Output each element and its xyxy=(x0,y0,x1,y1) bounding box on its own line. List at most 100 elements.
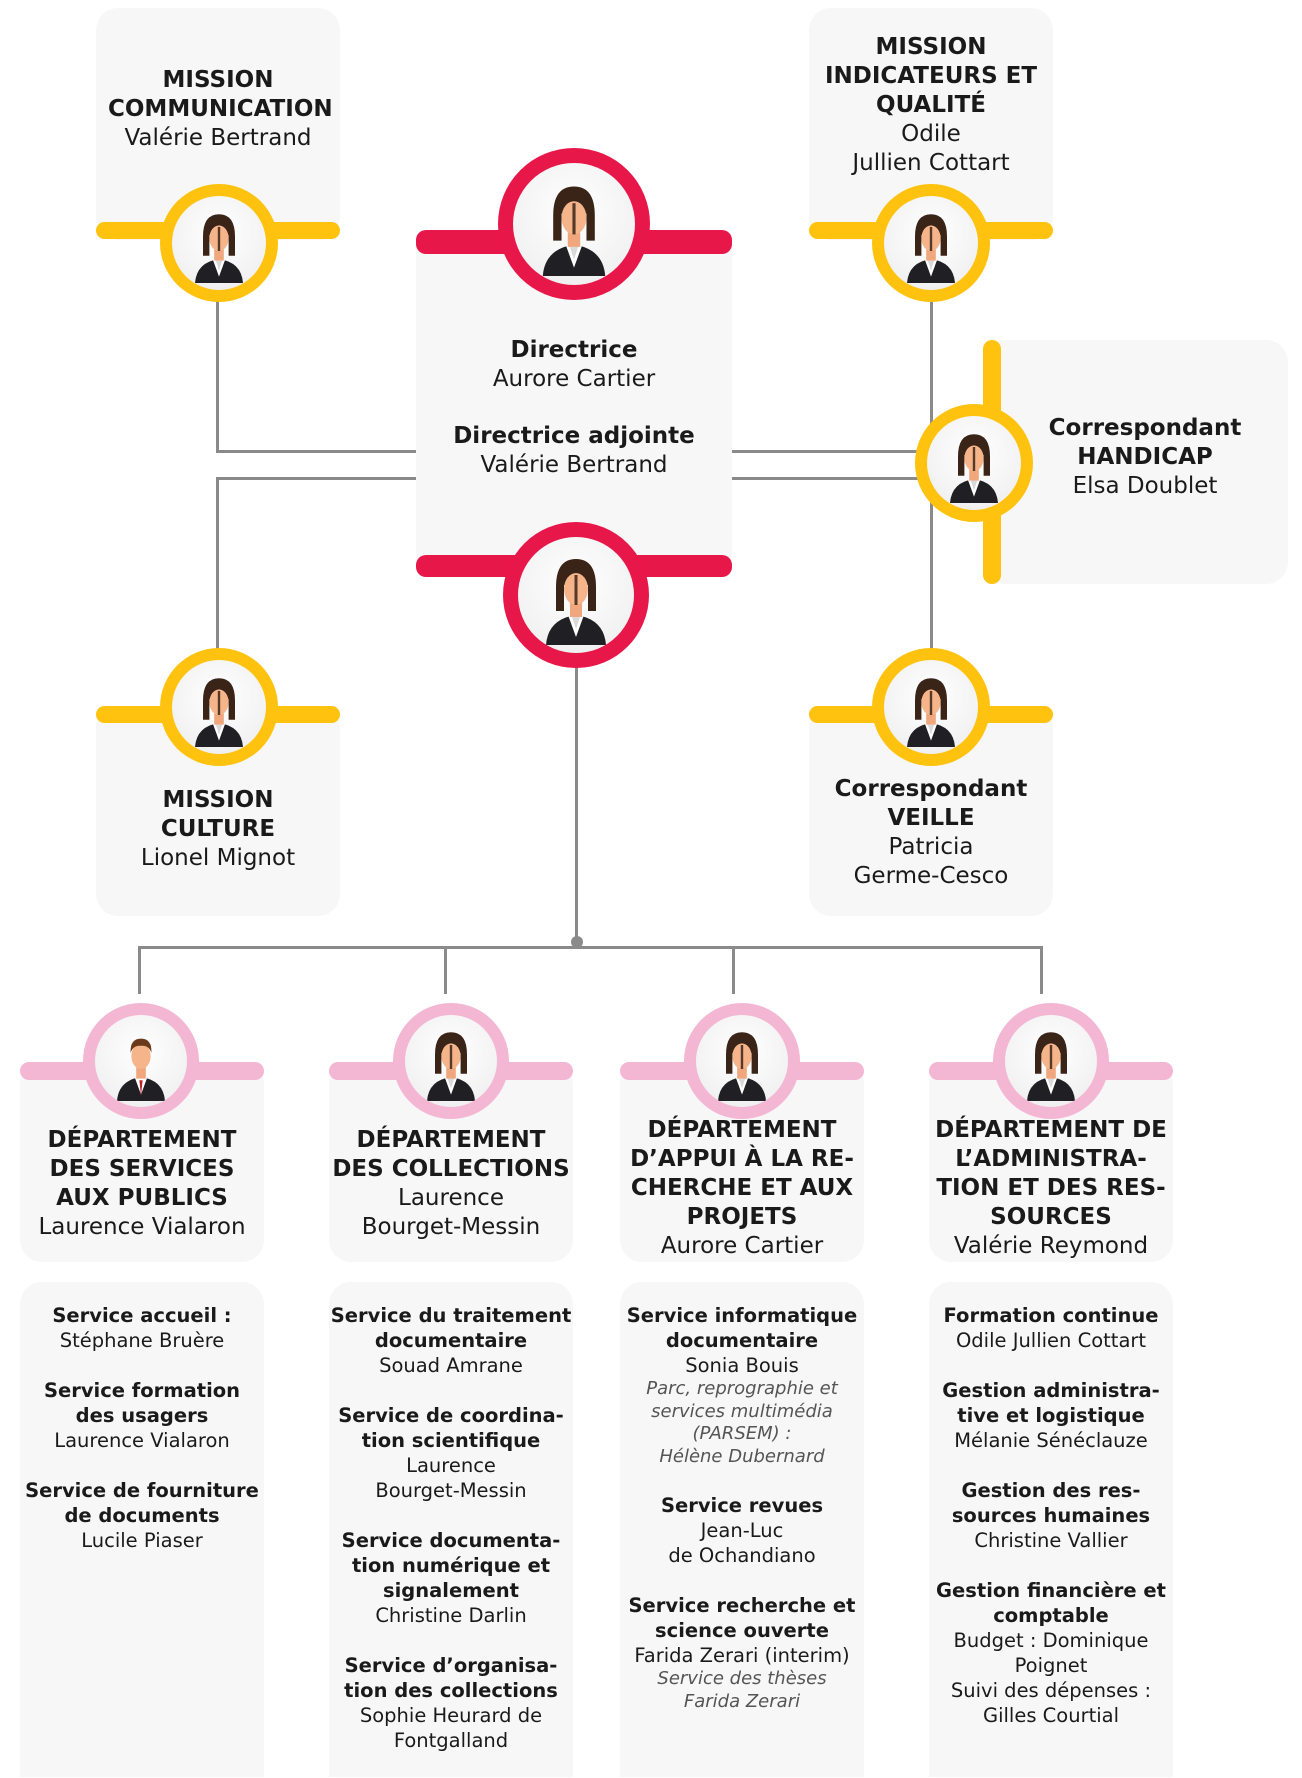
avatar xyxy=(160,648,278,766)
department-title: SOURCES xyxy=(990,1204,1112,1230)
avatar xyxy=(684,1003,800,1119)
service-title: Service accueil : xyxy=(52,1304,232,1327)
sub-service: Parc, reprographie et xyxy=(646,1378,838,1399)
service-head: Christine Vallier xyxy=(974,1529,1128,1552)
correspondant-title: HANDICAP xyxy=(1077,444,1213,470)
service-head: Bourget-Messin xyxy=(375,1479,527,1502)
person-name: Patricia xyxy=(888,834,974,860)
woman-avatar-icon xyxy=(1011,1021,1091,1101)
service-title: Service recherche et xyxy=(628,1594,856,1617)
service-title: documentaire xyxy=(665,1329,819,1352)
service-title: tive et logistique xyxy=(957,1404,1145,1427)
connector-line xyxy=(575,660,578,942)
service-title: sources humaines xyxy=(951,1504,1151,1527)
mission-communication-text: MISSION COMMUNICATION Valérie Bertrand xyxy=(96,66,340,153)
service-title: documentaire xyxy=(374,1329,528,1352)
service-head: de Ochandiano xyxy=(668,1544,816,1567)
mission-title: MISSION xyxy=(162,787,274,813)
woman-avatar-icon xyxy=(179,667,259,747)
service-item: Service formation des usagers Laurence V… xyxy=(14,1378,270,1453)
service-title: Service de coordina- xyxy=(338,1404,564,1427)
avatar xyxy=(915,404,1033,522)
correspondant-title: VEILLE xyxy=(887,805,975,831)
service-title: Service informatique xyxy=(626,1304,858,1327)
department-title: DES COLLECTIONS xyxy=(332,1156,570,1182)
mission-title: MISSION COMMUNICATION xyxy=(108,67,333,122)
service-head: Poignet xyxy=(1014,1654,1088,1677)
service-head: Fontgalland xyxy=(393,1729,509,1752)
service-item: Service de fourniture de documents Lucil… xyxy=(14,1478,270,1553)
department-title: DÉPARTEMENT xyxy=(647,1117,837,1143)
service-item: Service accueil : Stéphane Bruère xyxy=(14,1303,270,1353)
service-title: Service formation xyxy=(43,1379,241,1402)
service-head: Sonia Bouis xyxy=(685,1354,799,1377)
person-name: Aurore Cartier xyxy=(492,366,656,392)
avatar xyxy=(393,1003,509,1119)
service-item: Service de coordina- tion scientifique L… xyxy=(323,1403,579,1503)
woman-avatar-icon xyxy=(526,545,626,645)
correspondant-title: Correspondant xyxy=(1048,415,1242,441)
service-head: Souad Amrane xyxy=(379,1354,523,1377)
handicap-text: Correspondant HANDICAP Elsa Doublet xyxy=(1030,414,1260,501)
avatar xyxy=(160,184,278,302)
person-name: Jullien Cottart xyxy=(852,150,1010,176)
service-item: Service revues Jean-Luc de Ochandiano xyxy=(614,1493,870,1568)
service-title: signalement xyxy=(383,1579,519,1602)
department-title: DES SERVICES xyxy=(49,1156,235,1182)
person-name: Odile xyxy=(901,121,961,147)
department-text: DÉPARTEMENT D’APPUI À LA RE- CHERCHE ET … xyxy=(620,1116,864,1261)
service-head: Gilles Courtial xyxy=(982,1704,1120,1727)
service-title: Gestion des res- xyxy=(961,1479,1141,1502)
service-head: Odile Jullien Cottart xyxy=(955,1329,1147,1352)
service-item: Gestion financière et comptable Budget :… xyxy=(923,1578,1179,1728)
avatar xyxy=(83,1003,199,1119)
service-item: Gestion des res- sources humaines Christ… xyxy=(923,1478,1179,1553)
department-title: AUX PUBLICS xyxy=(56,1185,228,1211)
sub-service: Farida Zerari xyxy=(683,1690,801,1712)
department-title: L’ADMINISTRA- xyxy=(955,1146,1147,1172)
service-title: Gestion financière et xyxy=(936,1579,1166,1602)
service-head: Lucile Piaser xyxy=(81,1529,203,1552)
service-head: Laurence xyxy=(406,1454,496,1477)
department-title: CHERCHE ET AUX xyxy=(630,1175,854,1201)
services-list: Service informatique documentaire Sonia … xyxy=(614,1303,870,1738)
woman-avatar-icon xyxy=(891,203,971,283)
veille-text: Correspondant VEILLE Patricia Germe-Cesc… xyxy=(809,775,1053,891)
service-head: Jean-Luc xyxy=(700,1519,784,1542)
handicap-card xyxy=(983,340,1288,584)
services-list: Formation continue Odile Jullien Cottart… xyxy=(923,1303,1179,1753)
department-text: DÉPARTEMENT DE L’ADMINISTRA- TION ET DES… xyxy=(929,1116,1173,1261)
service-title: des usagers xyxy=(75,1404,209,1427)
avatar xyxy=(872,648,990,766)
department-title: DÉPARTEMENT DE xyxy=(935,1117,1167,1143)
person-name: Valérie Bertrand xyxy=(480,452,668,478)
service-title: comptable xyxy=(993,1604,1109,1627)
connector-line xyxy=(138,946,1043,949)
department-title: DÉPARTEMENT xyxy=(356,1127,546,1153)
department-title: TION ET DES RES- xyxy=(936,1175,1166,1201)
person-name: Laurence Vialaron xyxy=(38,1214,246,1240)
service-item: Service documenta- tion numérique et sig… xyxy=(323,1528,579,1628)
service-title: tion des collections xyxy=(344,1679,558,1702)
person-name: Aurore Cartier xyxy=(660,1233,824,1259)
mission-title: QUALITÉ xyxy=(876,92,986,118)
adjointe-title: Directrice adjointe xyxy=(453,423,695,449)
connector-line xyxy=(1040,946,1043,994)
connector-line xyxy=(138,946,141,994)
services-card xyxy=(329,1282,573,1777)
connector-line xyxy=(216,450,416,453)
service-head: Suivi des dépenses : xyxy=(950,1679,1152,1702)
woman-avatar-icon xyxy=(179,203,259,283)
service-head: Budget : Dominique xyxy=(953,1629,1149,1652)
service-item: Formation continue Odile Jullien Cottart xyxy=(923,1303,1179,1353)
woman-avatar-icon xyxy=(702,1021,782,1101)
service-head: Laurence Vialaron xyxy=(54,1429,230,1452)
person-name: Valérie Bertrand xyxy=(124,125,312,151)
department-title: DÉPARTEMENT xyxy=(47,1127,237,1153)
person-name: Elsa Doublet xyxy=(1072,473,1218,499)
person-name: Lionel Mignot xyxy=(140,845,296,871)
service-head: Farida Zerari (interim) xyxy=(634,1644,850,1667)
service-head: Christine Darlin xyxy=(375,1604,527,1627)
direction-text: Directrice Aurore Cartier Directrice adj… xyxy=(416,336,732,480)
woman-avatar-icon xyxy=(411,1021,491,1101)
